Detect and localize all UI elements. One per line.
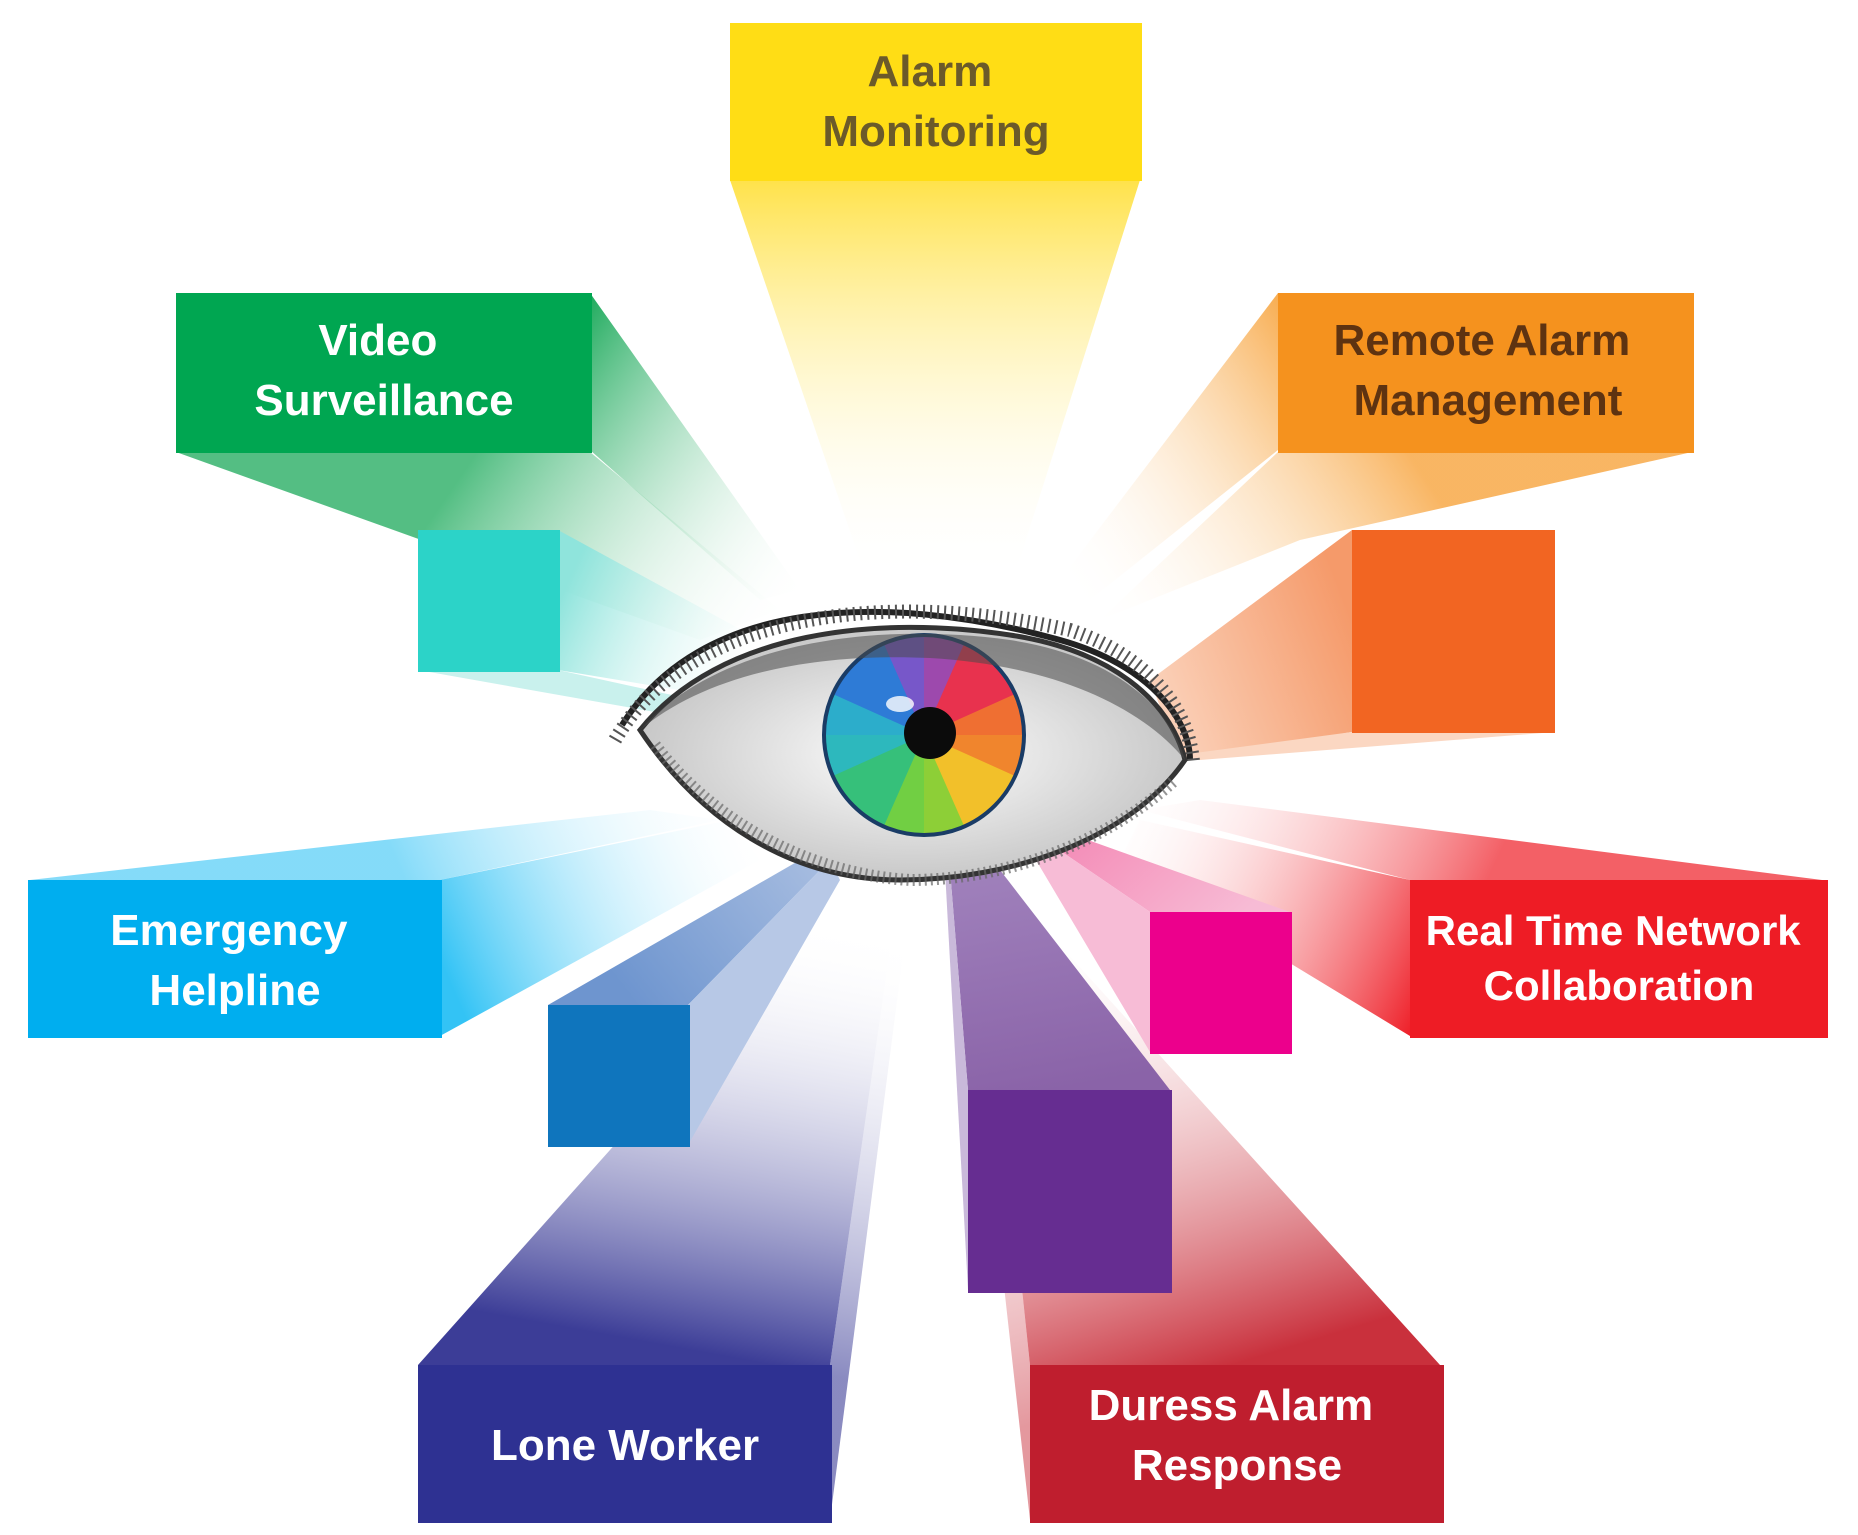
magenta-block-left [1030, 830, 1150, 1052]
real-time-network-collaboration-label: Real Time Network Collaboration [1426, 907, 1813, 1009]
rainbow-iris-eye-icon [608, 604, 1200, 887]
blue-block-side [548, 860, 830, 1005]
purple-block-left [945, 870, 968, 1290]
remote-alarm-management-box [1278, 293, 1694, 453]
duress-alarm-response-label: Duress Alarm Response [1089, 1381, 1386, 1490]
remote-alarm-management-label: Remote Alarm Management [1334, 316, 1643, 425]
magenta-block-side [1030, 830, 1290, 912]
real-time-network-beam-top [1140, 800, 1822, 880]
orange-block [1352, 530, 1555, 733]
purple-block-side [950, 870, 1170, 1090]
alarm-monitoring-beam [730, 180, 1140, 590]
emergency-helpline-beam-top [30, 810, 720, 880]
orange-block-bottom [1180, 732, 1555, 760]
video-surveillance-label: Video Surveillance [254, 316, 513, 425]
orange-block-side [1150, 530, 1352, 760]
teal-block-side [558, 530, 760, 700]
emergency-helpline-beam [440, 820, 760, 1036]
lone-worker-box [418, 1365, 832, 1523]
lone-worker-label: Lone Worker [491, 1421, 759, 1470]
video-surveillance-beam-top [590, 293, 800, 600]
real-time-network-collaboration-box [1410, 880, 1828, 1038]
alarm-monitoring-box [730, 23, 1142, 181]
duress-alarm-response-box [1030, 1365, 1444, 1523]
magenta-block [1150, 912, 1292, 1054]
video-surveillance-box [176, 293, 592, 453]
remote-alarm-beam-bottom [1100, 452, 1692, 620]
teal-block [418, 530, 560, 672]
emergency-helpline-label: Emergency Helpline [110, 906, 359, 1015]
emergency-helpline-box [28, 880, 442, 1038]
blue-block-right [688, 860, 840, 1145]
blue-block [548, 1005, 690, 1147]
lone-worker-beam-side [830, 880, 910, 1520]
alarm-monitoring-label: Alarm Monitoring [822, 47, 1049, 156]
remote-alarm-beam-top [1060, 293, 1278, 600]
purple-block [968, 1090, 1172, 1293]
